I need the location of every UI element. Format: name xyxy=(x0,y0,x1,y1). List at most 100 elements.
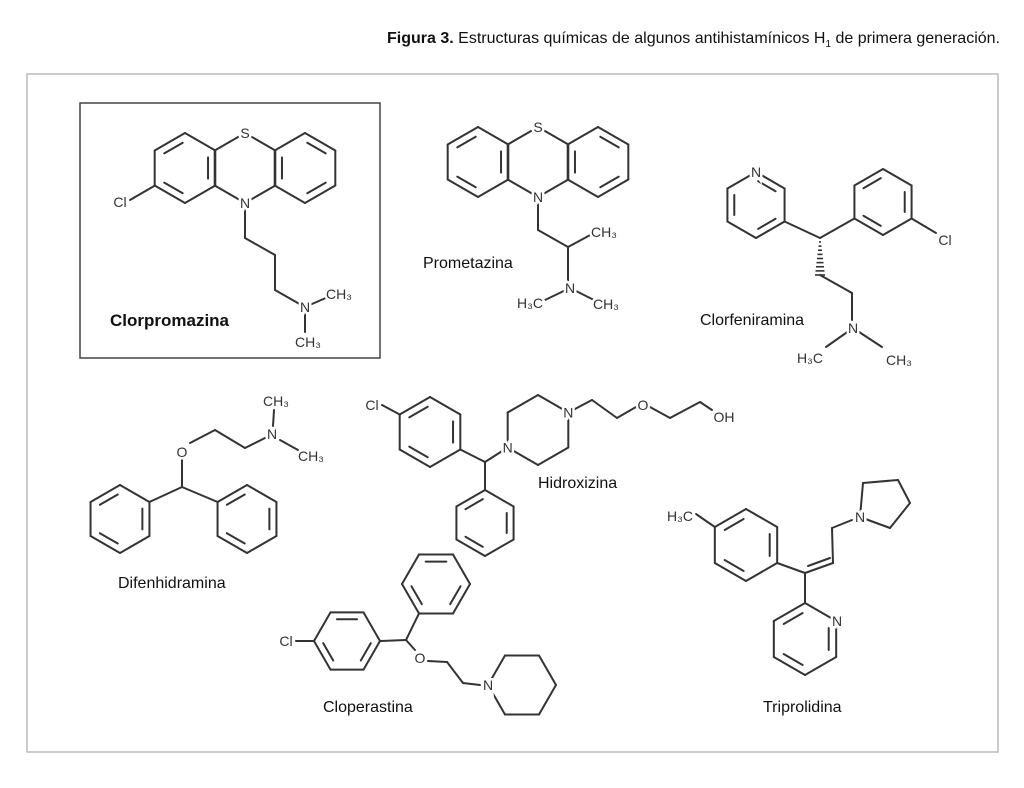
bond-line xyxy=(189,429,216,444)
ring xyxy=(273,132,337,204)
bond-line xyxy=(456,175,477,189)
bond-line xyxy=(163,181,184,195)
figure-frame xyxy=(26,73,999,753)
bond-line xyxy=(776,562,806,574)
atom-label-n: N xyxy=(300,299,310,315)
bond-line xyxy=(723,559,745,572)
bond-line xyxy=(304,184,337,204)
ring xyxy=(506,126,570,198)
bond-line xyxy=(484,446,509,463)
bond-line xyxy=(362,640,381,671)
atom-label-n: N xyxy=(751,164,761,180)
atom-label-n: N xyxy=(503,440,513,456)
bond-line xyxy=(566,178,599,198)
figure-caption: Figura 3. Estructuras químicas de alguno… xyxy=(387,30,1000,50)
bond-line xyxy=(713,562,747,582)
caption-text-end: de primera generación. xyxy=(831,30,1000,47)
ring xyxy=(726,171,786,239)
ring xyxy=(401,553,471,615)
bond-line xyxy=(398,448,431,468)
bond-line xyxy=(537,229,569,248)
bond-line xyxy=(772,656,806,676)
bond-line xyxy=(772,602,806,622)
bond-line xyxy=(882,168,913,187)
bond-line xyxy=(882,217,913,236)
ring xyxy=(216,484,278,554)
bond-line xyxy=(755,171,786,190)
bond-line xyxy=(381,404,401,416)
ring xyxy=(313,611,381,671)
bond-line xyxy=(379,639,407,642)
bond-line xyxy=(506,126,539,146)
ring xyxy=(566,126,630,198)
bond-line xyxy=(506,446,539,466)
bond-line xyxy=(213,132,246,152)
bond-line xyxy=(544,287,571,301)
bond-line xyxy=(225,532,246,545)
bond-line xyxy=(669,401,701,419)
bond-line xyxy=(537,446,570,466)
bond-line xyxy=(148,486,183,503)
bond-line xyxy=(538,654,557,686)
bond-line xyxy=(184,132,217,152)
atom-label-cl: Cl xyxy=(113,194,126,210)
bond-line xyxy=(244,132,277,152)
bond-line xyxy=(244,184,277,204)
bond-line xyxy=(306,181,327,195)
bond-line xyxy=(538,684,557,716)
atom-label-ch3: CH₃ xyxy=(326,286,352,302)
bond-line xyxy=(313,640,332,671)
ring xyxy=(772,602,838,676)
bond-line xyxy=(163,141,184,155)
bond-line xyxy=(464,535,484,548)
atom-label-o: O xyxy=(177,444,188,460)
bond-line xyxy=(567,399,593,414)
bond-line xyxy=(807,557,831,567)
bond-line xyxy=(98,532,119,545)
bond-line xyxy=(279,439,299,451)
atom-label-s: S xyxy=(240,125,249,141)
name-prometazina: Prometazina xyxy=(423,255,513,272)
bond-line xyxy=(477,178,510,198)
ring xyxy=(455,489,515,557)
bond-line xyxy=(859,482,864,518)
name-hidroxizina: Hidroxizina xyxy=(538,475,617,492)
bond-line xyxy=(456,135,477,149)
atom-label-ch3: CH₃ xyxy=(593,296,619,312)
bond-line xyxy=(459,448,486,463)
bond-line xyxy=(446,661,464,684)
atom-label-cl: Cl xyxy=(365,397,378,413)
bond-line xyxy=(566,126,599,146)
bond-line xyxy=(119,535,151,554)
bond-line xyxy=(804,562,834,574)
atom-label-h3c: H₃C xyxy=(797,350,823,366)
bond-line xyxy=(862,214,882,227)
bond-line xyxy=(153,132,186,152)
name-cloperastina: Cloperastina xyxy=(323,699,413,716)
bond-line xyxy=(408,405,429,419)
bond-line xyxy=(446,178,479,198)
bond-line xyxy=(408,445,429,459)
bond-line xyxy=(757,217,777,230)
atom-label-ch3: CH₃ xyxy=(298,448,324,464)
bond-line xyxy=(831,527,834,564)
bond-line xyxy=(274,289,304,307)
bond-line xyxy=(244,437,266,449)
bond-line xyxy=(119,484,151,503)
atom-label-n: N xyxy=(483,677,493,693)
bond-line xyxy=(405,639,416,651)
bond-line xyxy=(477,126,510,146)
bond-line xyxy=(831,519,853,529)
atom-label-h3c: H₃C xyxy=(517,295,543,311)
atom-label-n: N xyxy=(855,509,865,525)
bond-line xyxy=(782,612,804,625)
name-difenhidramina: Difenhidramina xyxy=(118,575,226,592)
caption-text: Estructuras químicas de algunos antihist… xyxy=(453,30,826,47)
atom-label-ch3: CH₃ xyxy=(295,334,321,350)
bond-line xyxy=(537,178,570,198)
bond-line xyxy=(401,583,420,615)
bond-line xyxy=(452,553,471,585)
ring xyxy=(487,654,557,716)
